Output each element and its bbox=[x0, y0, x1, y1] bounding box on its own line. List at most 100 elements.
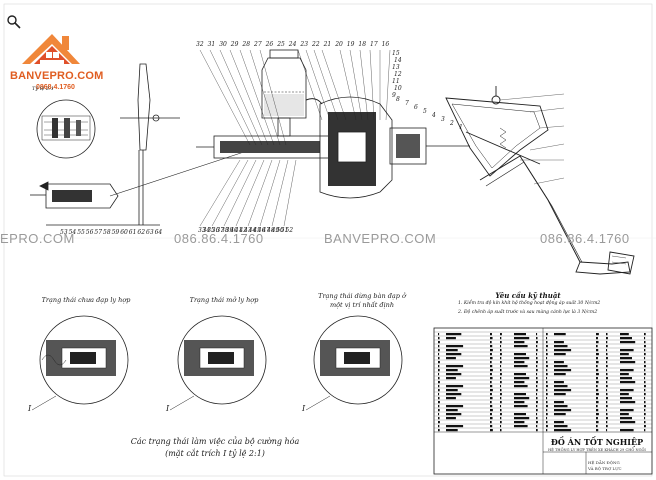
part-number: 9 bbox=[392, 92, 396, 99]
part-number: 53 bbox=[60, 229, 68, 236]
view-marker-1: I bbox=[28, 404, 32, 413]
part-number: 63 bbox=[146, 229, 154, 236]
part-number: 43 bbox=[244, 227, 252, 234]
part-number: 38 bbox=[221, 227, 229, 234]
part-number: 40 bbox=[230, 227, 238, 234]
part-number: 11 bbox=[392, 78, 400, 85]
part-number: 29 bbox=[230, 41, 239, 48]
drawing-frame bbox=[3, 3, 653, 477]
part-number: 34 bbox=[202, 227, 211, 234]
part-number: 35 bbox=[207, 227, 215, 234]
part-number: 24 bbox=[288, 41, 297, 48]
part-number: 27 bbox=[254, 41, 262, 48]
part-number: 44 bbox=[248, 227, 257, 234]
part-number: 58 bbox=[103, 229, 111, 236]
part-number: 37 bbox=[216, 227, 225, 234]
requirement-line-1: 1. Kiểm tra độ kín khít hệ thống hoạt độ… bbox=[458, 301, 601, 306]
part-number: 14 bbox=[394, 57, 402, 64]
part-number: 17 bbox=[370, 41, 378, 48]
part-number: 25 bbox=[277, 41, 285, 48]
part-number: 46 bbox=[257, 227, 266, 234]
view-marker-2: I bbox=[166, 404, 170, 413]
part-number: 7 bbox=[405, 100, 409, 107]
left-lever-assembly bbox=[30, 63, 251, 226]
part-number: 3 bbox=[441, 116, 445, 123]
brand-logo-icon bbox=[22, 34, 80, 64]
part-number: 56 bbox=[85, 229, 94, 236]
view-marker-3: I bbox=[302, 404, 306, 413]
status-view-2 bbox=[169, 315, 267, 411]
status-view-3 bbox=[305, 315, 403, 411]
part-number: 52 bbox=[285, 227, 294, 234]
brand-phone: 0868.4.1760 bbox=[36, 84, 75, 91]
title-block-code-1: HỆ DẪN ĐỘNG bbox=[588, 460, 620, 465]
zoom-search-icon[interactable] bbox=[6, 14, 22, 30]
part-number: 48 bbox=[267, 227, 275, 234]
part-number: 60 bbox=[120, 229, 128, 236]
part-number: 8 bbox=[396, 96, 400, 103]
parts-list-rows bbox=[434, 331, 652, 433]
part-number: 2 bbox=[450, 120, 454, 127]
part-number: 22 bbox=[312, 41, 320, 48]
title-block-title: ĐỒ ÁN TỐT NGHIỆP bbox=[550, 437, 644, 447]
brand-name: BANVEPRO.COM bbox=[10, 70, 104, 82]
part-number: 20 bbox=[335, 41, 343, 48]
watermark-phone: 086.86.4.1760 bbox=[174, 231, 264, 246]
main-caption-line-1: Các trạng thái làm việc của bộ cường hóa bbox=[130, 437, 300, 446]
status-view-1 bbox=[31, 315, 129, 411]
part-number: 39 bbox=[225, 227, 234, 234]
part-number: 59 bbox=[111, 229, 120, 236]
part-number: 23 bbox=[300, 41, 309, 48]
leader-lines bbox=[199, 49, 565, 227]
part-number: 64 bbox=[154, 229, 163, 236]
part-number: 54 bbox=[68, 229, 77, 236]
pedal-bracket-assembly bbox=[445, 86, 635, 275]
part-number: 18 bbox=[358, 41, 367, 48]
parts-list-cells bbox=[438, 333, 646, 432]
title-block-subtitle: HỆ THỐNG LY HỢP TRÊN XE KHÁCH 29 CHỖ NGỒ… bbox=[548, 448, 646, 452]
part-number: 47 bbox=[262, 227, 271, 234]
part-number: 49 bbox=[271, 227, 280, 234]
part-number: 5 bbox=[423, 108, 427, 115]
part-number: 55 bbox=[77, 229, 85, 236]
part-number: 61 bbox=[128, 229, 137, 236]
part-number: 45 bbox=[253, 227, 261, 234]
part-number: 1 bbox=[459, 124, 463, 131]
requirements-title: Yêu cầu kỹ thuật bbox=[495, 291, 561, 300]
part-number: 26 bbox=[265, 41, 274, 48]
parts-list-table bbox=[433, 327, 653, 475]
part-number: 13 bbox=[392, 64, 400, 71]
part-number: 36 bbox=[211, 227, 220, 234]
watermark-phone: 086.86.4.1760 bbox=[540, 231, 630, 246]
watermark-text: EPRO.COM bbox=[0, 231, 75, 246]
main-caption-line-2: (mặt cắt trích I tỷ lệ 2:1) bbox=[165, 449, 265, 458]
part-number: 16 bbox=[381, 41, 390, 48]
part-number: 19 bbox=[346, 41, 355, 48]
detail-scale-label: Tỷ lệ 2:1 bbox=[32, 86, 54, 92]
part-number: 28 bbox=[242, 41, 251, 48]
part-number: 41 bbox=[234, 227, 243, 234]
part-number: 31 bbox=[207, 41, 216, 48]
watermark-text: BANVEPRO.COM bbox=[324, 231, 437, 246]
title-block-code-2: VÀ BỘ TRỢ LỰC bbox=[588, 466, 622, 471]
part-number: 33 bbox=[198, 227, 206, 234]
part-number: 42 bbox=[239, 227, 248, 234]
detail-circle-view bbox=[36, 99, 96, 159]
part-number: 57 bbox=[94, 229, 103, 236]
requirement-line-2: 2. Độ chênh áp suất trước và sau màng cá… bbox=[458, 310, 598, 315]
part-number: 62 bbox=[137, 229, 146, 236]
part-number: 4 bbox=[432, 112, 436, 119]
part-number: 30 bbox=[219, 41, 227, 48]
booster-assembly bbox=[196, 49, 470, 199]
view-caption-1: Trạng thái chưa đạp ly hợp bbox=[41, 296, 131, 304]
part-number: 12 bbox=[394, 71, 402, 78]
part-number: 21 bbox=[323, 41, 332, 48]
main-caption: Các trạng thái làm việc của bộ cường hóa… bbox=[130, 436, 300, 460]
part-number: 32 bbox=[196, 41, 204, 48]
part-number: 51 bbox=[280, 227, 289, 234]
view-caption-2: Trạng thái mở ly hợp bbox=[189, 296, 259, 304]
part-number: 50 bbox=[276, 227, 284, 234]
view-caption-3: Trạng thái dừng bàn đạp ở một vị trí nhấ… bbox=[318, 292, 406, 309]
part-number: 10 bbox=[394, 85, 402, 92]
